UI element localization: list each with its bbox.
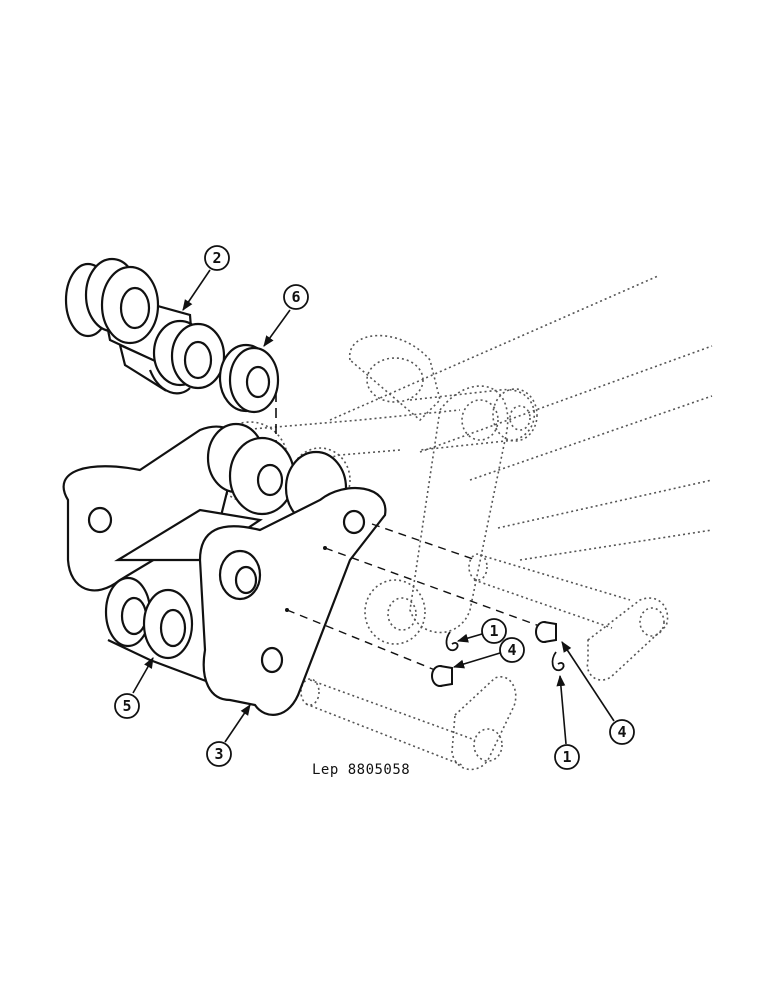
coupler-bracket-part <box>62 422 387 716</box>
assembly-centerlines <box>286 523 546 673</box>
callout-label: 1 <box>489 622 498 640</box>
callout-6: 6 <box>263 284 309 347</box>
callout-label: 3 <box>214 745 223 763</box>
retaining-pin-part <box>431 621 557 687</box>
callout-label: 4 <box>617 723 626 741</box>
callout-label: 1 <box>562 748 571 766</box>
pin-hole-mark <box>323 546 327 550</box>
callout-4-right: 4 <box>561 641 635 745</box>
callout-5: 5 <box>114 657 154 719</box>
callout-label: 6 <box>291 288 300 306</box>
callout-2: 2 <box>182 245 230 311</box>
pin-hole-mark <box>285 608 289 612</box>
callout-label: 4 <box>507 641 516 659</box>
callout-label: 5 <box>122 697 131 715</box>
callout-1-lower: 1 <box>554 674 580 770</box>
callout-3: 3 <box>206 704 251 767</box>
link-rod-end-part <box>64 257 226 395</box>
callout-label: 2 <box>212 249 221 267</box>
spring-clip-part <box>445 631 565 672</box>
washer-part <box>218 343 280 414</box>
callout-1-upper: 1 <box>456 618 507 644</box>
drawing-reference: Lep 8805058 <box>312 762 410 778</box>
callout-4-left: 4 <box>452 637 525 669</box>
